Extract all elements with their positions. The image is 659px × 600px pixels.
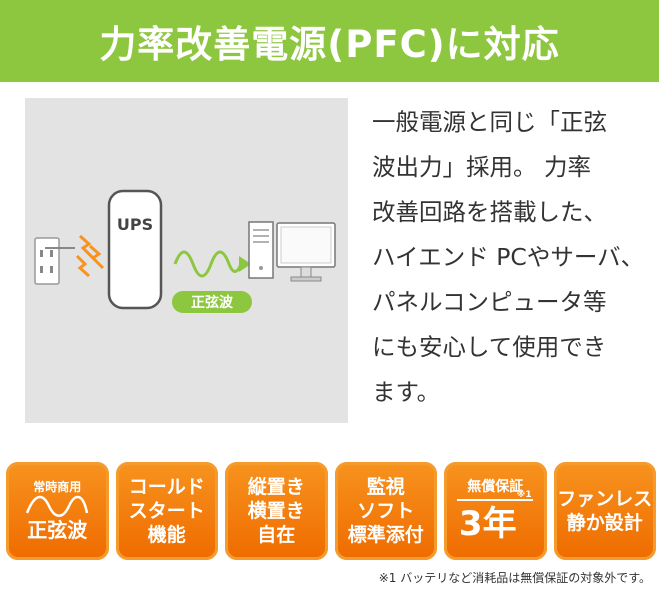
pc-tower-icon xyxy=(248,221,274,279)
badge-monitoring-software: 監視 ソフト 標準添付 xyxy=(334,462,437,560)
feature-badges: 常時商用 正弦波 コールド スタート 機能 縦置き 横置き 自在 監視 ソフト … xyxy=(6,462,656,560)
badge-line: 標準添付 xyxy=(347,524,424,546)
wall-outlet-icon xyxy=(34,237,75,285)
warranty-footnote-mark: ※1 xyxy=(516,490,532,500)
badge-line: 横置き xyxy=(247,500,305,522)
badge-line: 機能 xyxy=(147,524,186,546)
description-line: パネルコンピュータ等 xyxy=(372,288,607,316)
badge-line: 縦置き xyxy=(247,476,305,498)
badge-caption: 常時商用 xyxy=(33,480,82,494)
ups-diagram-svg: UPS 正弦波 xyxy=(34,189,336,313)
badge-caption: 無償保証 xyxy=(467,479,524,495)
badge-cold-start: コールド スタート 機能 xyxy=(115,462,218,560)
description-line: ハイエンド PCやサーバ、 xyxy=(372,243,645,271)
wave-label: 正弦波 xyxy=(191,294,234,311)
ups-unit xyxy=(107,189,163,310)
badge-line: ソフト xyxy=(357,500,415,522)
page-title: 力率改善電源(PFC)に対応 xyxy=(99,23,560,66)
badge-line: ファンレス xyxy=(557,488,653,510)
description-line: 改善回路を搭載した、 xyxy=(372,198,607,226)
title-banner: 力率改善電源(PFC)に対応 xyxy=(0,0,659,82)
arrow-icon xyxy=(239,256,251,272)
description-line: にも安心して使用でき xyxy=(372,333,607,361)
badge-line: コールド xyxy=(128,476,205,498)
ups-diagram: UPS 正弦波 xyxy=(25,98,348,423)
badge-line: 監視 xyxy=(366,476,405,498)
warranty-years: 3年 xyxy=(458,504,517,544)
sine-output-wave xyxy=(173,250,243,278)
description-text: 一般電源と同じ「正弦 波出力」採用。 力率 改善回路を搭載した、 ハイエンド P… xyxy=(372,100,657,415)
description-line: ます。 xyxy=(372,378,441,406)
badge-fanless: ファンレス 静か設計 xyxy=(553,462,656,560)
description-line: 一般電源と同じ「正弦 xyxy=(372,108,607,136)
power-surge-icon xyxy=(75,234,105,278)
badge-line: 自在 xyxy=(257,524,296,546)
description-line: 波出力」採用。 力率 xyxy=(372,153,591,181)
badge-orientation: 縦置き 横置き 自在 xyxy=(225,462,328,560)
badge-line: 静か設計 xyxy=(566,512,643,534)
badge-warranty: 無償保証 3年 ※1 xyxy=(444,462,547,560)
wave-label-pill xyxy=(172,291,252,313)
ups-label: UPS xyxy=(117,215,153,234)
badge-sine-wave: 常時商用 正弦波 xyxy=(6,462,109,560)
badge-main-text: 正弦波 xyxy=(27,518,88,542)
monitor-icon xyxy=(276,222,336,282)
badge-line: スタート xyxy=(128,500,205,522)
badge-divider xyxy=(457,499,534,501)
footnote: ※1 バッテリなど消耗品は無償保証の対象外です。 xyxy=(378,571,651,585)
sine-wave-icon xyxy=(26,495,89,517)
